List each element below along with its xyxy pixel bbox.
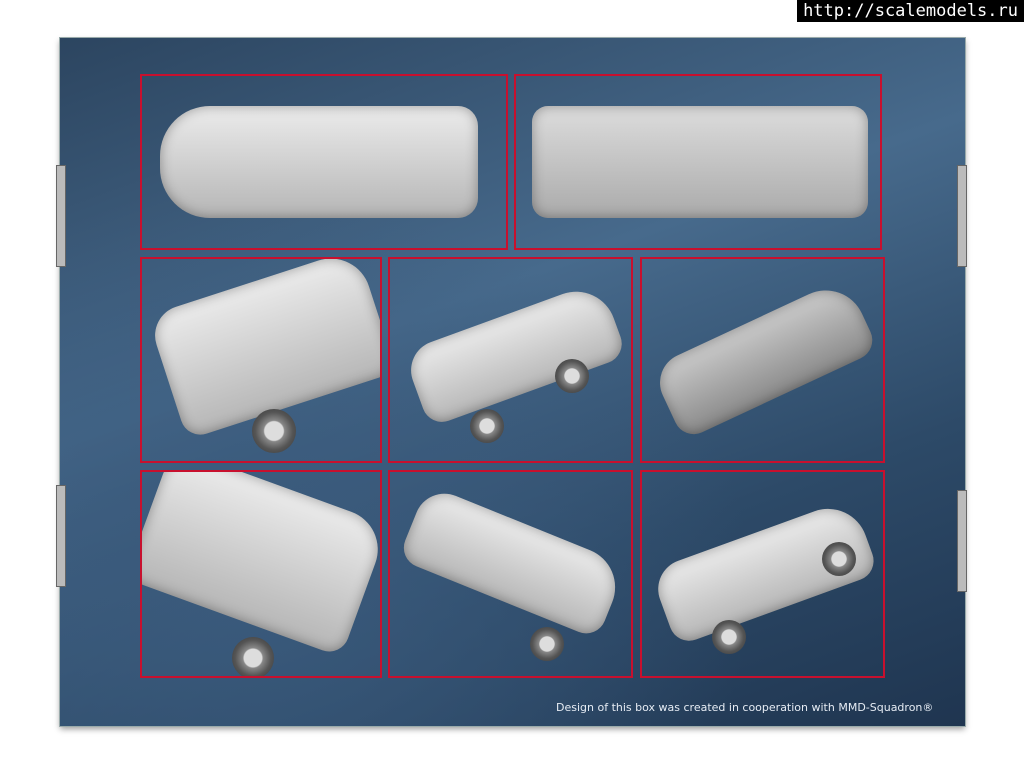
car-image xyxy=(650,277,879,441)
panel-front-3q-view xyxy=(388,257,633,463)
panel-engine-view xyxy=(140,257,382,463)
panel-chassis-view xyxy=(640,257,885,463)
wheel xyxy=(530,627,564,661)
box-tab xyxy=(957,490,967,592)
car-image xyxy=(532,106,868,218)
panel-interior-rear-view xyxy=(140,470,382,678)
wheel xyxy=(470,409,504,443)
panel-underside-view xyxy=(514,74,882,250)
wheel xyxy=(555,359,589,393)
wheel xyxy=(822,542,856,576)
wheel xyxy=(232,637,274,676)
car-image xyxy=(142,472,380,658)
design-credit-text: Design of this box was created in cooper… xyxy=(556,701,934,714)
box-tab xyxy=(56,485,66,587)
panel-top-3q-view xyxy=(388,470,633,678)
box-tab xyxy=(56,165,66,267)
panel-rear-3q-view xyxy=(640,470,885,678)
wheel xyxy=(712,620,746,654)
car-image xyxy=(402,280,628,428)
site-watermark[interactable]: http://scalemodels.ru xyxy=(797,0,1024,22)
car-image xyxy=(397,484,628,640)
panel-top-view xyxy=(140,74,508,250)
car-image xyxy=(160,106,478,218)
wheel xyxy=(252,409,296,453)
box-tab xyxy=(957,165,967,267)
